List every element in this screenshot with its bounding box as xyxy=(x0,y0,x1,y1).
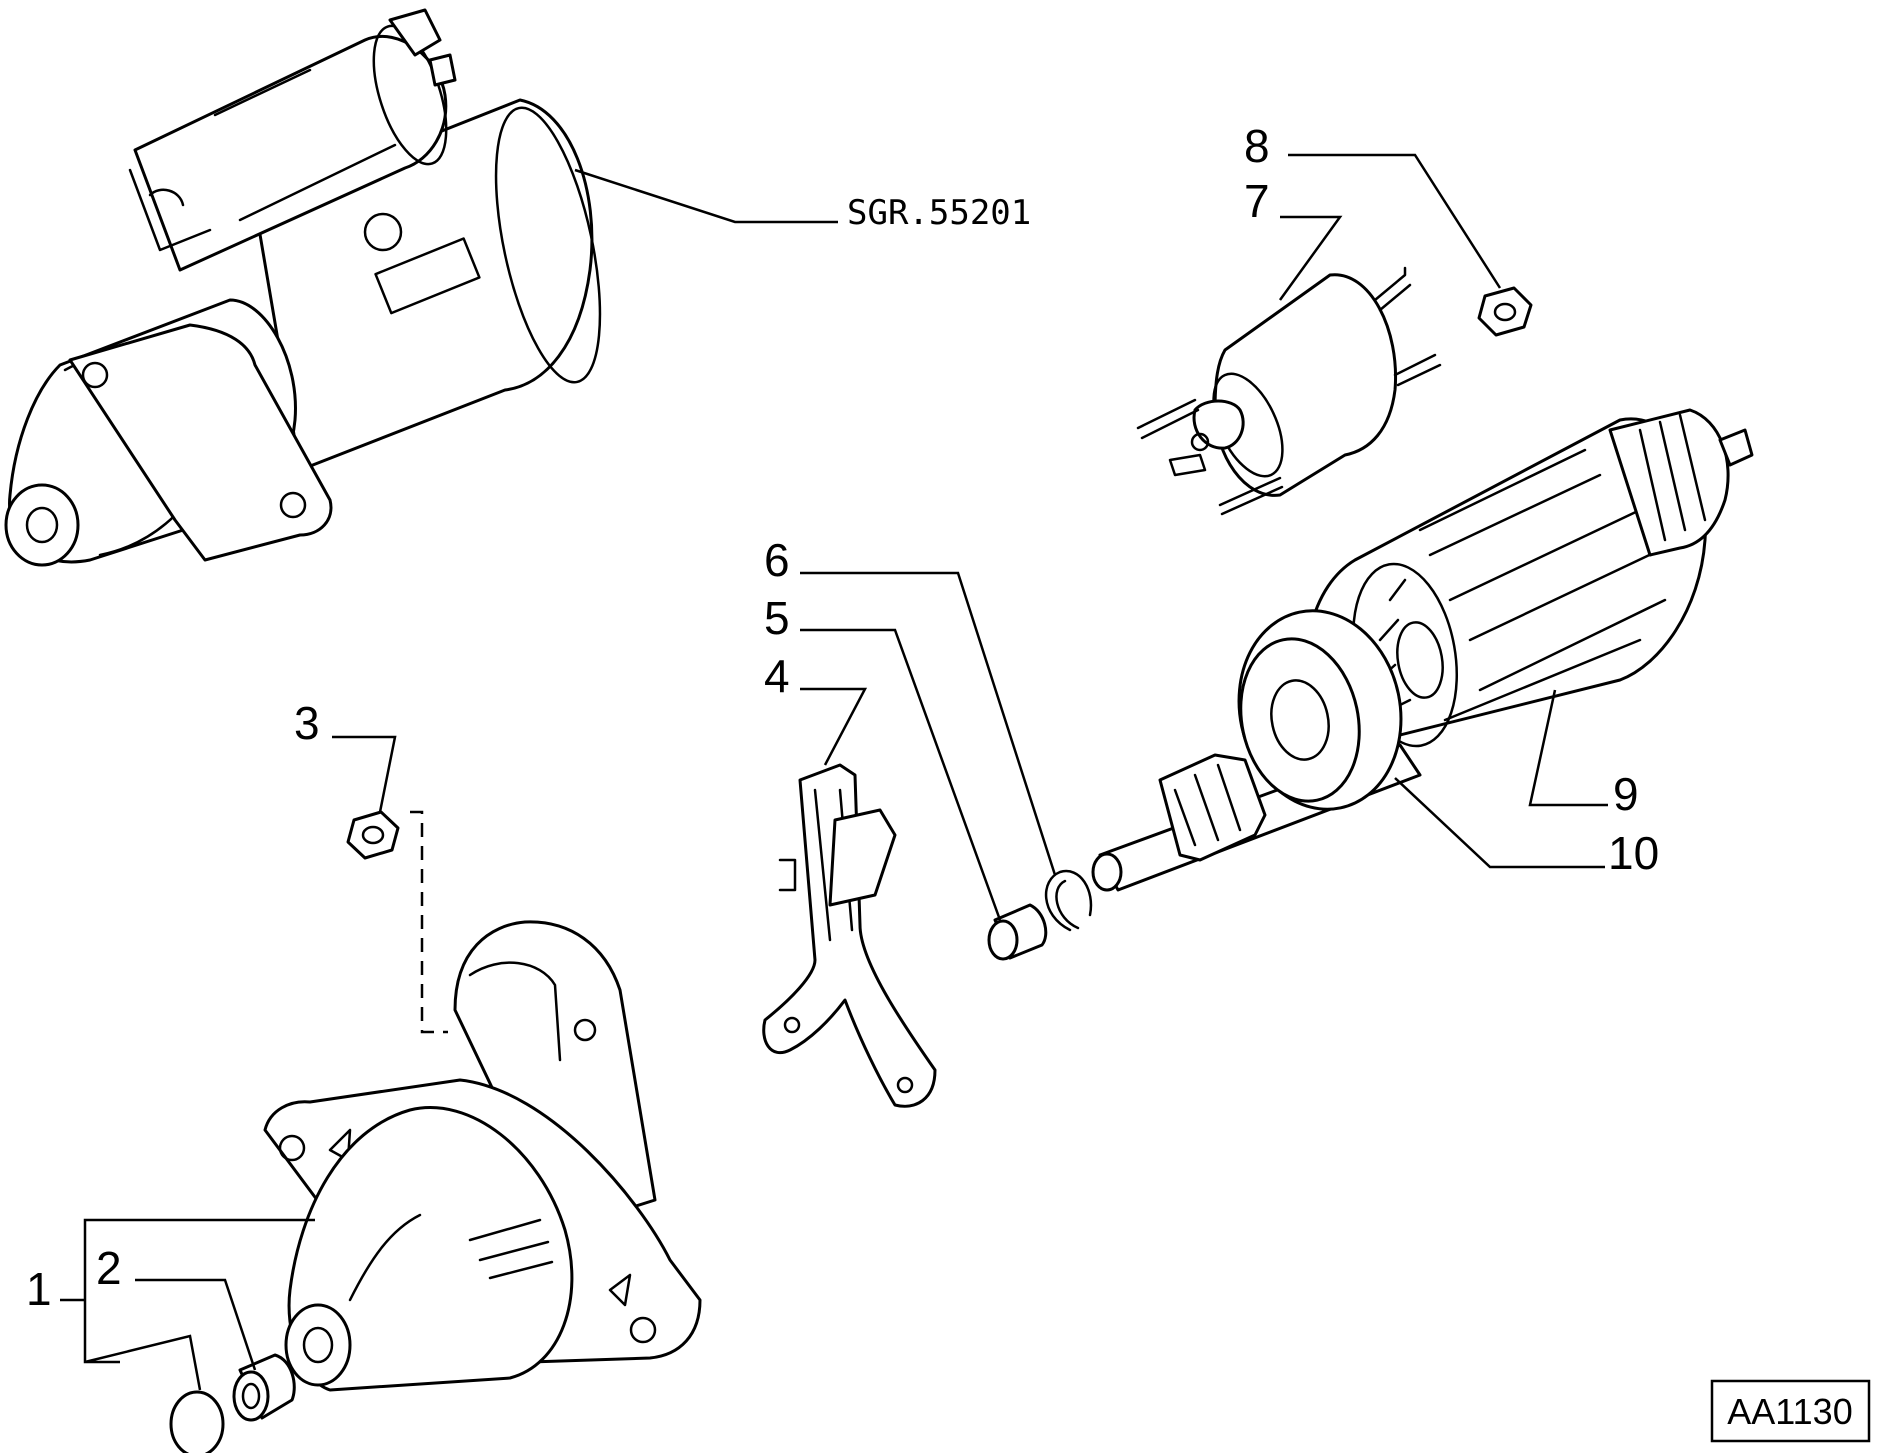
callout-6: 6 xyxy=(764,534,790,586)
fork-lever-part-4 xyxy=(762,763,937,1108)
bushing-part-5 xyxy=(987,903,1048,961)
solenoid-switch-part-7 xyxy=(1136,266,1442,516)
snap-ring-part-6 xyxy=(1044,869,1093,932)
leader-8 xyxy=(1288,153,1502,289)
callout-5: 5 xyxy=(764,592,790,644)
callout-7: 7 xyxy=(1244,175,1270,227)
callout-3: 3 xyxy=(294,697,320,749)
leader-1 xyxy=(60,1218,315,1391)
leader-5 xyxy=(800,628,1002,921)
drawing-code-box xyxy=(1710,1379,1871,1443)
bearing-ring-part-10 xyxy=(1237,609,1403,811)
reference-label: SGR.55201 xyxy=(847,193,1031,233)
leader-3 xyxy=(332,735,397,813)
callout-8: 8 xyxy=(1244,120,1270,172)
leader-7 xyxy=(1278,215,1343,301)
leader-6 xyxy=(800,571,1057,876)
callout-9: 9 xyxy=(1613,768,1639,820)
assembly-axis-dashed xyxy=(410,810,448,1034)
leader-reference xyxy=(574,168,838,224)
callout-4: 4 xyxy=(764,650,790,702)
armature-part-9 xyxy=(1091,408,1754,892)
bushing-part-2 xyxy=(232,1353,296,1422)
nut-part-3 xyxy=(346,810,400,860)
leader-10 xyxy=(1394,777,1605,869)
callout-10: 10 xyxy=(1608,827,1659,879)
drawing-code: AA1130 xyxy=(1727,1391,1852,1432)
drive-end-housing-part-1 xyxy=(263,920,702,1392)
callout-2: 2 xyxy=(96,1242,122,1294)
leader-9 xyxy=(1528,689,1608,807)
nut-part-8 xyxy=(1477,286,1533,337)
leader-2 xyxy=(135,1278,257,1371)
leader-4 xyxy=(800,687,868,766)
starter-motor-assembly xyxy=(4,8,602,567)
end-cap xyxy=(169,1390,225,1453)
callout-1: 1 xyxy=(26,1263,52,1315)
